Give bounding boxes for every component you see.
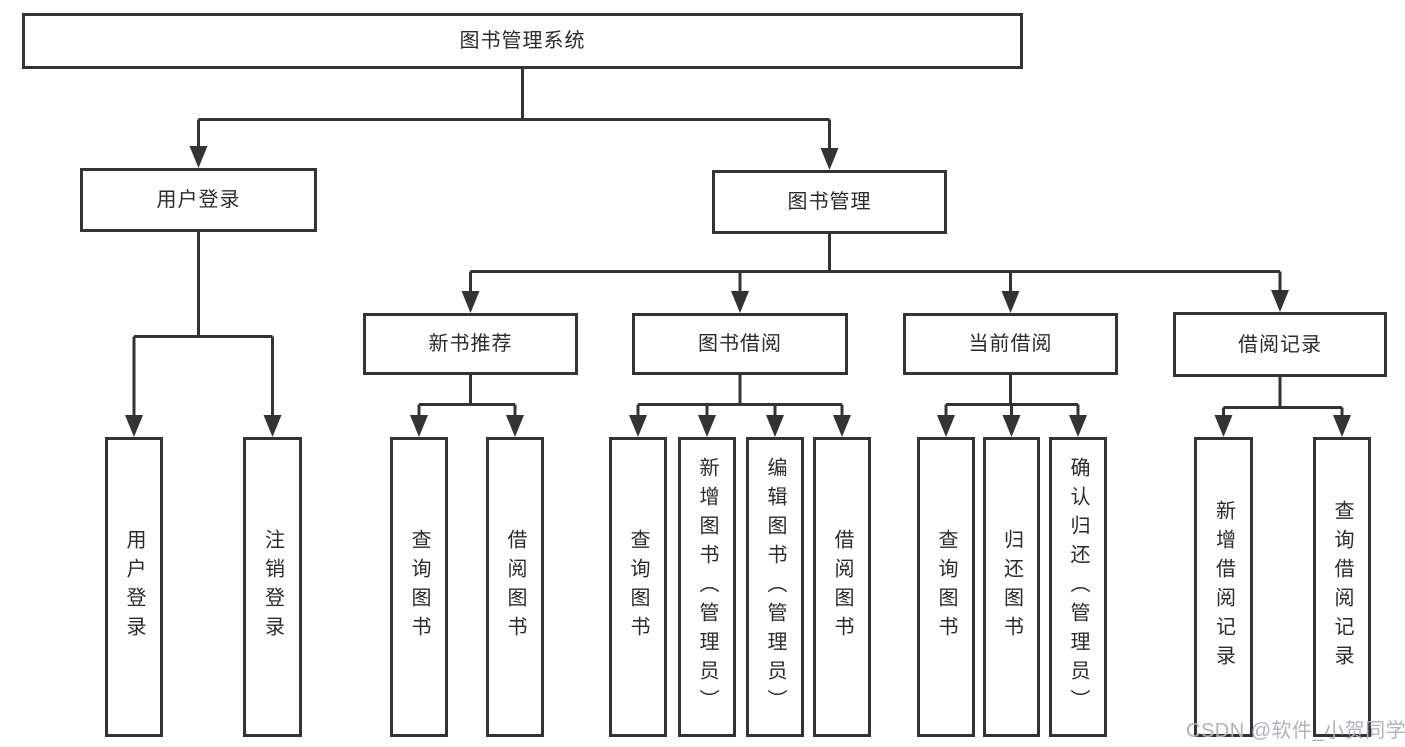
arrowhead (698, 415, 716, 437)
leaf-logout: 注销登录 (243, 437, 302, 737)
leaf-query-books-recommend: 查询图书 (390, 437, 448, 737)
node-book-borrow: 图书借阅 (632, 313, 848, 375)
node-label: 图书管理 (787, 191, 872, 213)
arrowhead (189, 146, 208, 168)
csdn-watermark: CSDN @软件_小贺同学 (1186, 720, 1405, 742)
arrowhead (125, 415, 143, 437)
node-label: 查询图书 (935, 529, 957, 645)
node-label: 确认归还（管理员） (1067, 456, 1089, 718)
leaf-query-books-current: 查询图书 (917, 437, 975, 737)
node-book-management: 图书管理 (712, 170, 947, 234)
leaf-borrow-books: 借阅图书 (813, 437, 871, 737)
node-label: 注销登录 (261, 529, 284, 645)
arrowhead (937, 415, 955, 437)
node-label: 借阅记录 (1238, 333, 1322, 356)
arrowhead (506, 415, 524, 437)
leaf-borrow-books-recommend: 借阅图书 (486, 437, 544, 737)
node-label: 查询借阅记录 (1331, 500, 1353, 674)
arrowhead (1333, 415, 1351, 437)
arrowhead (410, 415, 428, 437)
node-library-system: 图书管理系统 (22, 13, 1023, 69)
node-current-borrow: 当前借阅 (903, 313, 1118, 375)
node-label: 借阅图书 (831, 529, 853, 645)
node-label: 新增图书（管理员） (696, 456, 718, 718)
node-label: 图书管理系统 (459, 30, 586, 52)
node-label: 归还图书 (1000, 529, 1023, 645)
arrowhead (820, 148, 839, 170)
leaf-return-books: 归还图书 (983, 437, 1040, 737)
node-new-book-recommend: 新书推荐 (363, 313, 578, 375)
arrowhead (263, 415, 282, 437)
node-label: 当前借阅 (968, 333, 1053, 355)
arrowhead (1271, 290, 1289, 312)
arrowhead (731, 291, 749, 313)
arrowhead (1002, 415, 1021, 437)
node-borrow-records: 借阅记录 (1173, 312, 1387, 377)
node-label: 查询图书 (627, 529, 649, 645)
arrowhead (1214, 415, 1233, 437)
leaf-query-borrow-record: 查询借阅记录 (1313, 437, 1371, 737)
leaf-edit-books-admin: 编辑图书（管理员） (746, 437, 804, 737)
node-label: 图书借阅 (698, 333, 782, 355)
node-label: 编辑图书（管理员） (764, 456, 786, 718)
leaf-add-borrow-record: 新增借阅记录 (1194, 437, 1253, 737)
node-label: 用户登录 (156, 189, 241, 211)
node-user-login: 用户登录 (80, 168, 317, 232)
leaf-user-login: 用户登录 (105, 437, 163, 737)
arrowhead (1069, 415, 1087, 437)
arrowhead (1001, 291, 1020, 313)
arrowhead (461, 291, 480, 313)
node-label: 新增借阅记录 (1212, 500, 1235, 674)
arrowhead (629, 415, 647, 437)
leaf-query-books-borrow: 查询图书 (609, 437, 667, 737)
node-label: 用户登录 (123, 529, 145, 645)
node-label: 查询图书 (408, 529, 430, 645)
leaf-add-books-admin: 新增图书（管理员） (678, 437, 736, 737)
node-label: 借阅图书 (504, 529, 526, 645)
leaf-confirm-return-admin: 确认归还（管理员） (1049, 437, 1107, 737)
arrowhead (766, 415, 784, 437)
arrowhead (833, 415, 851, 437)
node-label: 新书推荐 (428, 333, 513, 355)
